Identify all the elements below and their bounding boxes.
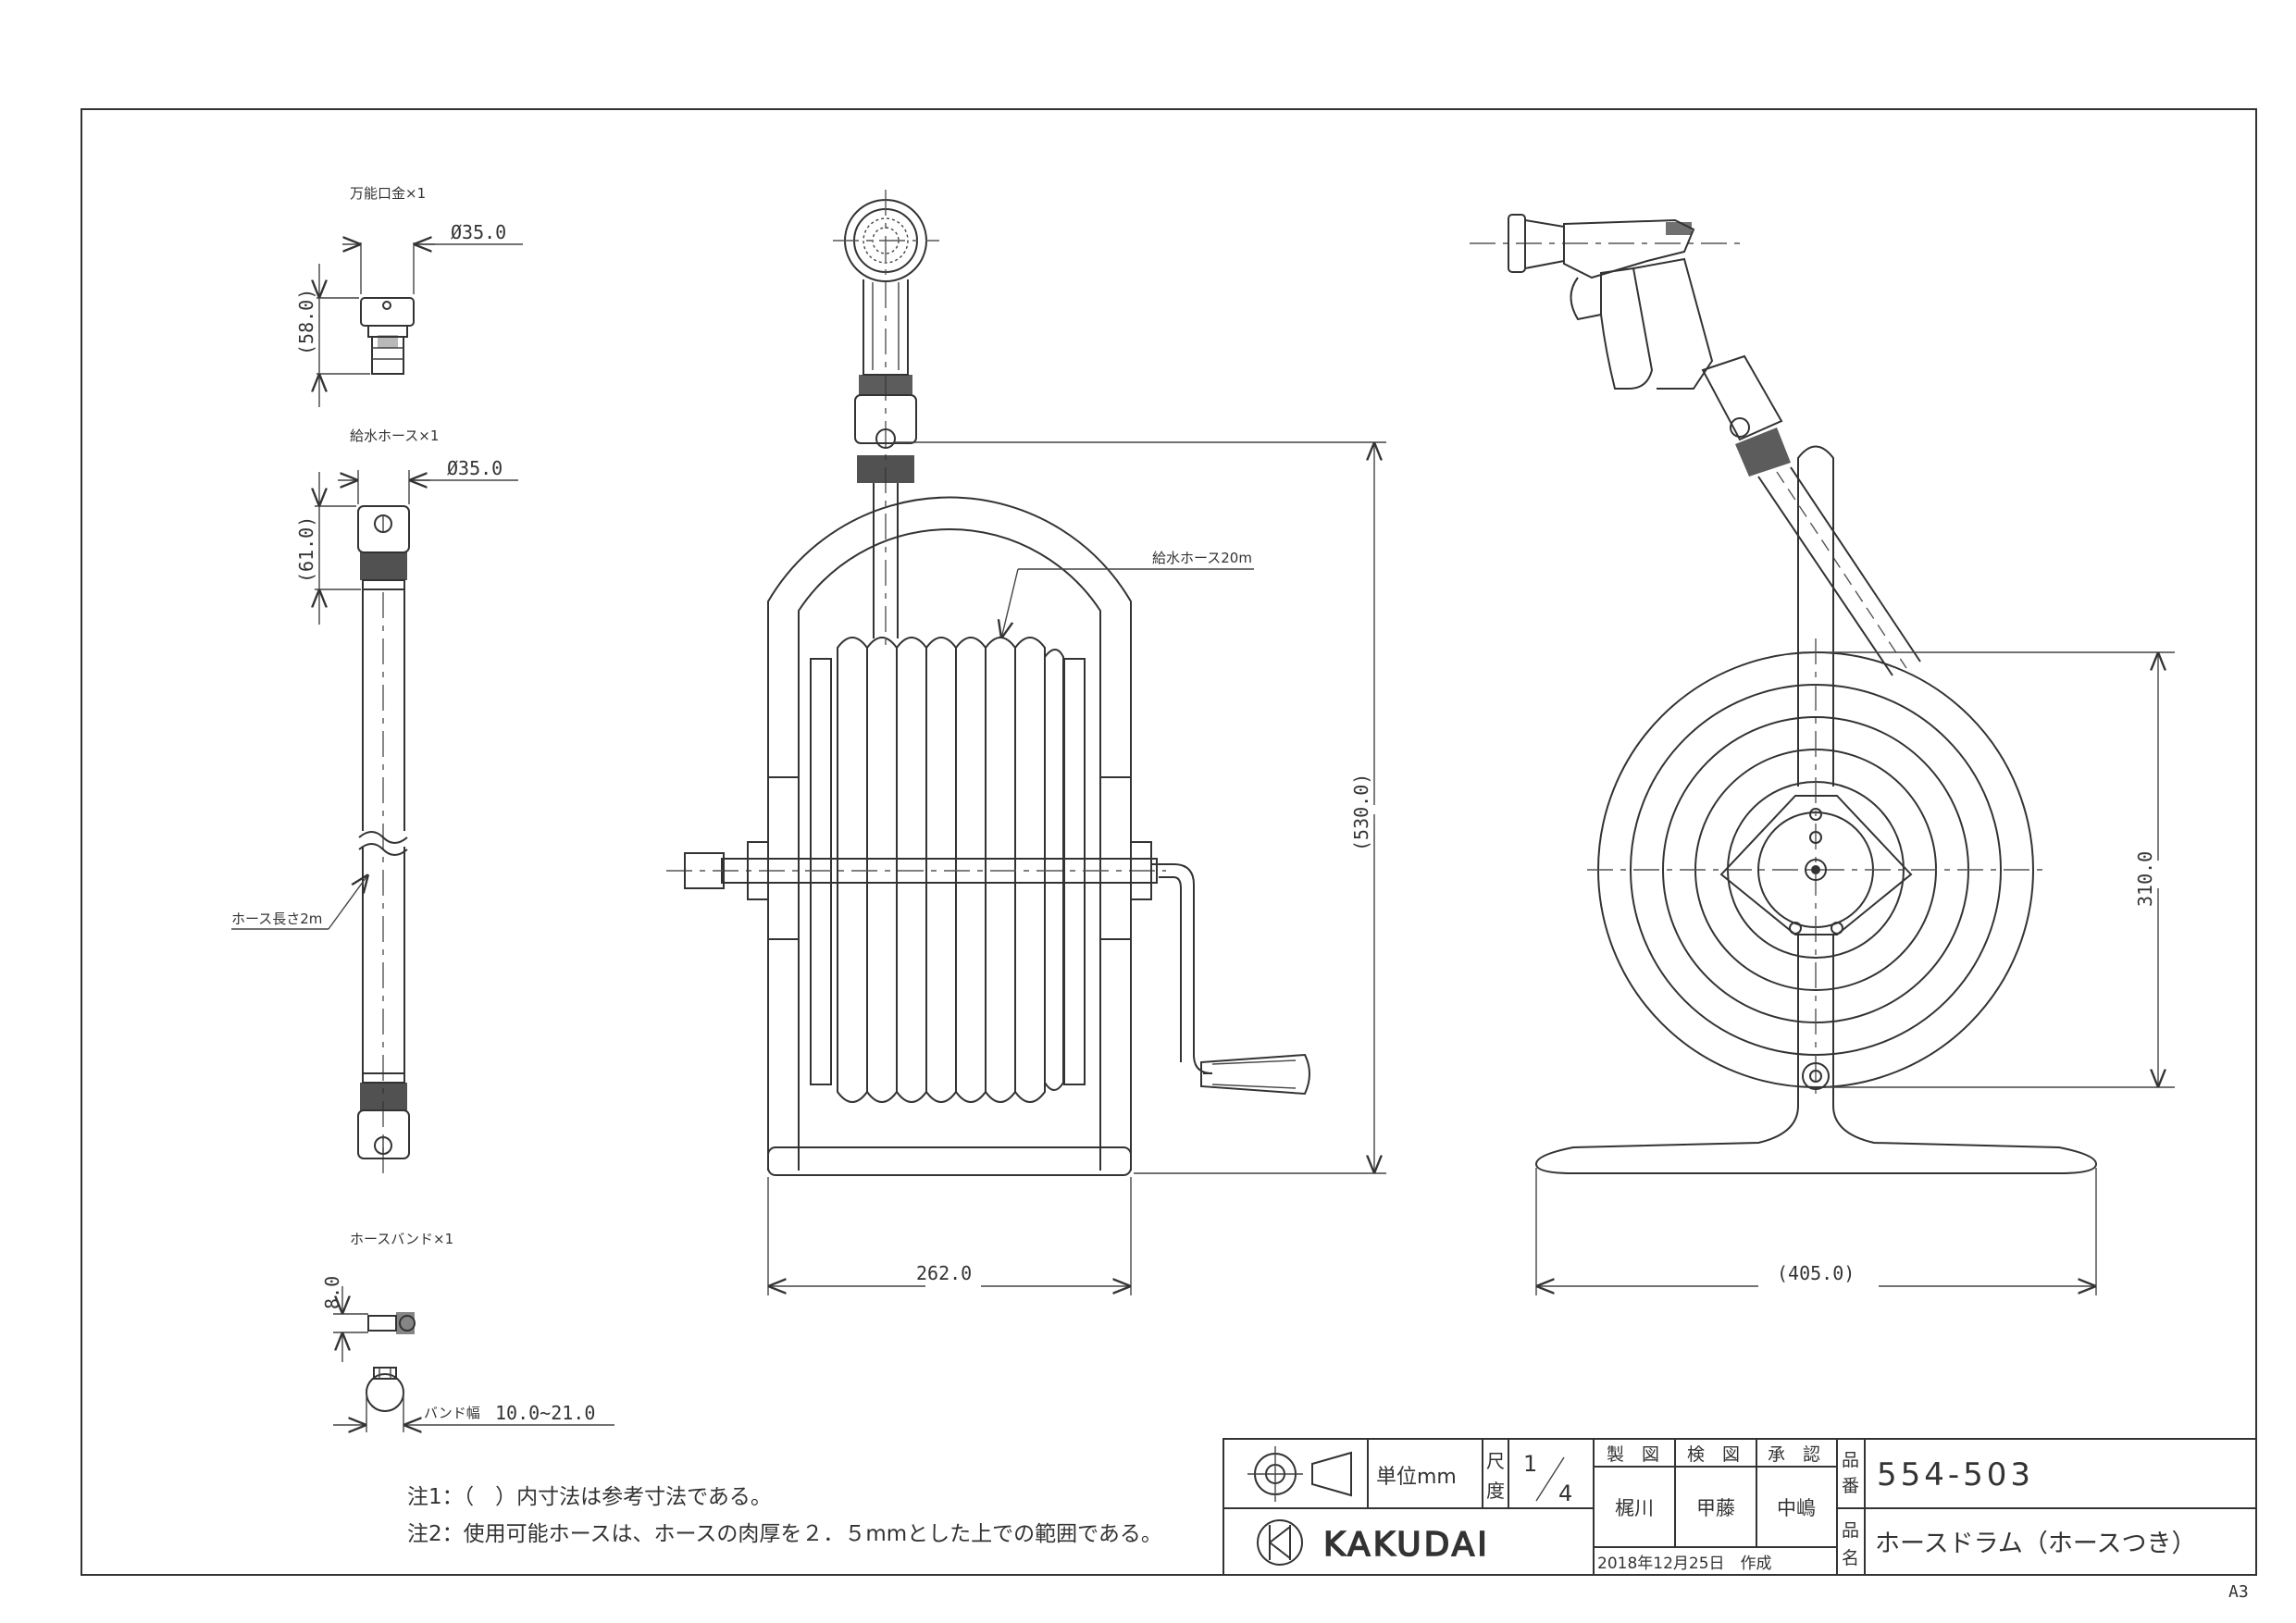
part-no-label-2: 番 [1842,1476,1859,1496]
side-width: (405.0) [1777,1262,1855,1284]
brand-name: KAKUDAI [1323,1526,1490,1564]
side-view: 310.0 (405.0) [1470,214,2175,1295]
band-range-value: 10.0~21.0 [495,1402,595,1424]
drawn-by: 梶川 [1615,1497,1654,1519]
fitting-title: 万能口金×1 [350,185,426,202]
scale-label-1: 尺 [1486,1450,1505,1472]
scale-label-2: 度 [1486,1480,1505,1502]
hose-part-view: 給水ホース×1 Ø35.0 (61.0) [231,427,518,1175]
fitting-part-view: 万能口金×1 Ø35.0 (58.0) [295,185,523,407]
band-width: 8.0 [321,1276,343,1309]
side-height: 310.0 [2134,851,2156,907]
sheet-size: A3 [2228,1582,2249,1602]
sheet-border [81,108,2257,1576]
hose-title: 給水ホース×1 [350,427,439,444]
product-name: ホースドラム（ホースつき） [1875,1530,2197,1558]
kakudai-logo: KAKUDAI [1257,1519,1490,1566]
approved-label: 承 認 [1768,1444,1820,1465]
front-hose-label: 給水ホース20m [1152,550,1252,566]
drawn-label: 製 図 [1607,1444,1659,1465]
approved-by: 中嶋 [1777,1497,1816,1519]
band-part-view: ホースバンド×1 8.0 バンド幅 10.0~21.0 [321,1231,614,1432]
hose-coils [837,637,1064,1103]
name-label-2: 名 [1842,1548,1859,1568]
title-block: 単位mm 尺 度 1 4 製 図 検 図 承 認 梶川 甲藤 中嶋 2018年1… [1222,1438,2257,1576]
note-2: 注2：使用可能ホースは、ホースの肉厚を２．５mmとした上での範囲である。 [407,1522,1162,1546]
part-number: 554-503 [1877,1456,2034,1493]
unit-label: 単位mm [1376,1466,1457,1489]
hose-height: (61.0) [295,516,317,583]
third-angle-projection-icon [1247,1446,1352,1502]
checked-label: 検 図 [1687,1444,1740,1465]
hose-diameter: Ø35.0 [447,457,503,479]
scale-denominator: 4 [1558,1481,1572,1506]
part-no-label-1: 品 [1842,1450,1859,1470]
checked-by: 甲藤 [1696,1497,1735,1519]
band-title: ホースバンド×1 [350,1231,453,1247]
front-width: 262.0 [916,1262,972,1284]
note-1: 注1：（ ）内寸法は参考寸法である。 [407,1485,772,1509]
name-label-1: 品 [1842,1520,1859,1541]
drawing-date: 2018年12月25日 作成 [1597,1555,1772,1573]
band-range-label: バンド幅 [424,1405,480,1421]
front-height: (530.0) [1350,774,1372,851]
fitting-diameter: Ø35.0 [451,221,506,243]
scale-numerator: 1 [1523,1451,1537,1477]
front-view: 給水ホース20m (530.0) 262.0 [666,190,1386,1295]
hose-length-label: ホース長さ2m [231,911,322,927]
fitting-height: (58.0) [295,289,317,355]
